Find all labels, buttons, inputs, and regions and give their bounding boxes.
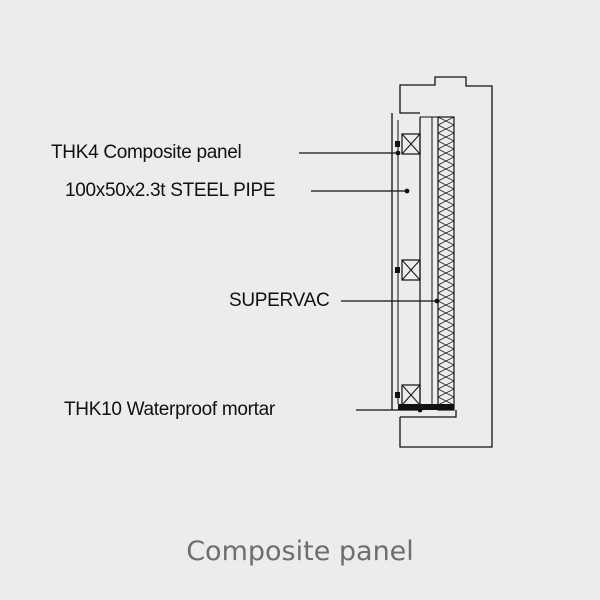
steel-pipe-bottom [395, 384, 421, 406]
slab-outline [400, 410, 457, 418]
steel-pipe-middle [395, 259, 421, 281]
label-steel-pipe: 100x50x2.3t STEEL PIPE [65, 180, 276, 201]
wall-outline [399, 76, 493, 448]
label-supervac: SUPERVAC [229, 290, 330, 311]
steel-pipe-top [395, 133, 421, 155]
waterproof-mortar [398, 404, 454, 410]
supervac-panel [437, 116, 455, 411]
figure-caption: Composite panel [186, 536, 414, 567]
label-waterproof-mortar: THK10 Waterproof mortar [64, 399, 275, 420]
wall-inner-edge [399, 92, 420, 114]
label-composite-panel: THK4 Composite panel [51, 142, 242, 163]
